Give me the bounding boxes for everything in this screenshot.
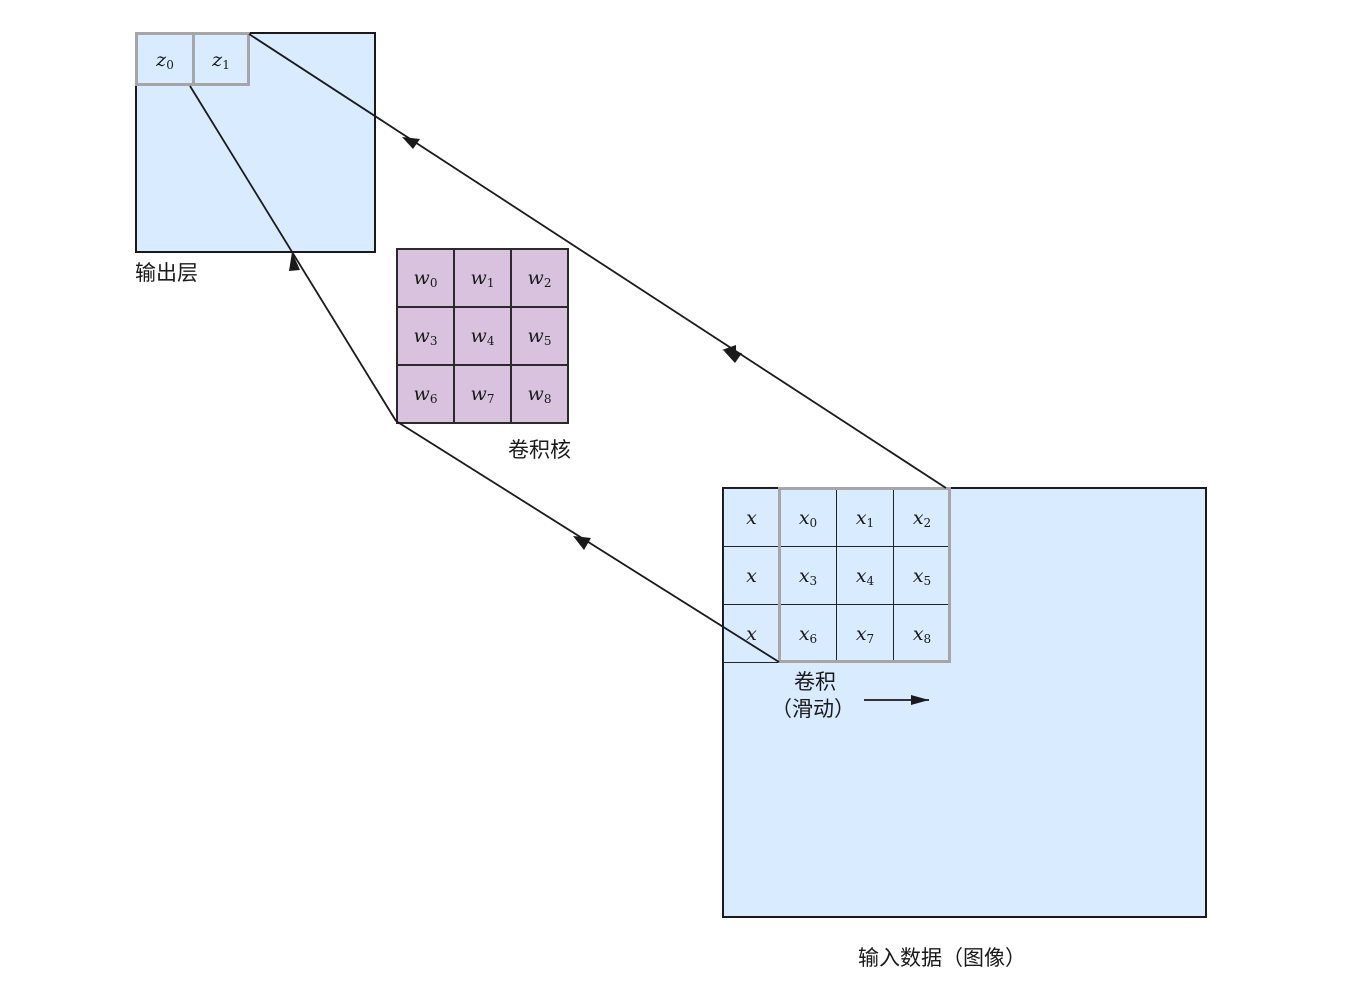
kernel-cell-base: w (413, 325, 430, 347)
kernel-cell-sub: 3 (429, 334, 438, 348)
input-cell-sub: 5 (923, 573, 932, 588)
output-layer-label: 输出层 (135, 261, 198, 285)
kernel-cell-sub: 0 (429, 276, 438, 290)
convolution-label-line1: 卷积 (794, 670, 836, 694)
input-cell-base: x (798, 564, 810, 587)
input-left-cell-text: x (746, 564, 757, 587)
kernel-cell-sub: 1 (486, 276, 495, 290)
input-cell-base: x (855, 622, 867, 645)
input-cell-sub: 3 (809, 573, 818, 588)
input-cell-base: x (912, 564, 924, 587)
kernel-cell-sub: 2 (543, 276, 552, 290)
input-cell-sub: 7 (866, 631, 875, 646)
arrowhead-upper-low (724, 351, 742, 363)
input-cell-base: x (855, 564, 867, 587)
line-input-to-z1 (248, 33, 947, 489)
input-cell-sub: 1 (866, 515, 875, 530)
convolution-label-line2: （滑动） (771, 697, 855, 721)
arrowhead-lower (573, 536, 591, 550)
input-cell-sub: 4 (866, 573, 875, 588)
kernel-cell-base: w (527, 383, 544, 405)
arrowhead-upper-high (402, 137, 420, 149)
input-cell-sub: 8 (923, 631, 932, 646)
kernel-cell-base: w (470, 383, 487, 405)
output-cell-z0-base: z (156, 48, 167, 71)
kernel-cell-sub: 4 (486, 334, 495, 348)
input-left-cell: x (723, 546, 780, 605)
kernel-cell-sub: 8 (543, 392, 552, 406)
kernel-cell-base: w (527, 325, 544, 347)
output-cell-z0-sub: 0 (166, 57, 174, 72)
input-cell-base: x (912, 506, 924, 529)
kernel-cell-base: w (413, 267, 430, 289)
kernel-cell-sub: 5 (543, 334, 552, 348)
kernel-cell-base: w (527, 267, 544, 289)
input-cell-sub: 6 (809, 631, 818, 646)
kernel-label: 卷积核 (508, 438, 571, 462)
input-cell-base: x (798, 622, 810, 645)
input-cell-base: x (912, 622, 924, 645)
kernel-cell-base: w (470, 325, 487, 347)
input-data-label: 输入数据（图像） (858, 946, 1026, 970)
output-cell-z1-base: z (212, 48, 223, 71)
kernel-cell-base: w (413, 383, 430, 405)
input-left-cell-text: x (746, 506, 757, 529)
kernel-cell-sub: 7 (486, 392, 495, 406)
input-left-cell: x (723, 488, 780, 547)
arrowhead-kernel-to-output (289, 252, 300, 271)
input-cell-sub: 2 (923, 515, 932, 530)
input-cell-base: x (798, 506, 810, 529)
kernel-cell-base: w (470, 267, 487, 289)
line-kernel-to-z0 (189, 85, 397, 422)
input-cell-base: x (855, 506, 867, 529)
input-cell-sub: 0 (809, 515, 818, 530)
kernel-cell-sub: 6 (429, 392, 438, 406)
output-cell-z1-sub: 1 (222, 57, 230, 72)
input-left-cell-text: x (746, 622, 757, 645)
